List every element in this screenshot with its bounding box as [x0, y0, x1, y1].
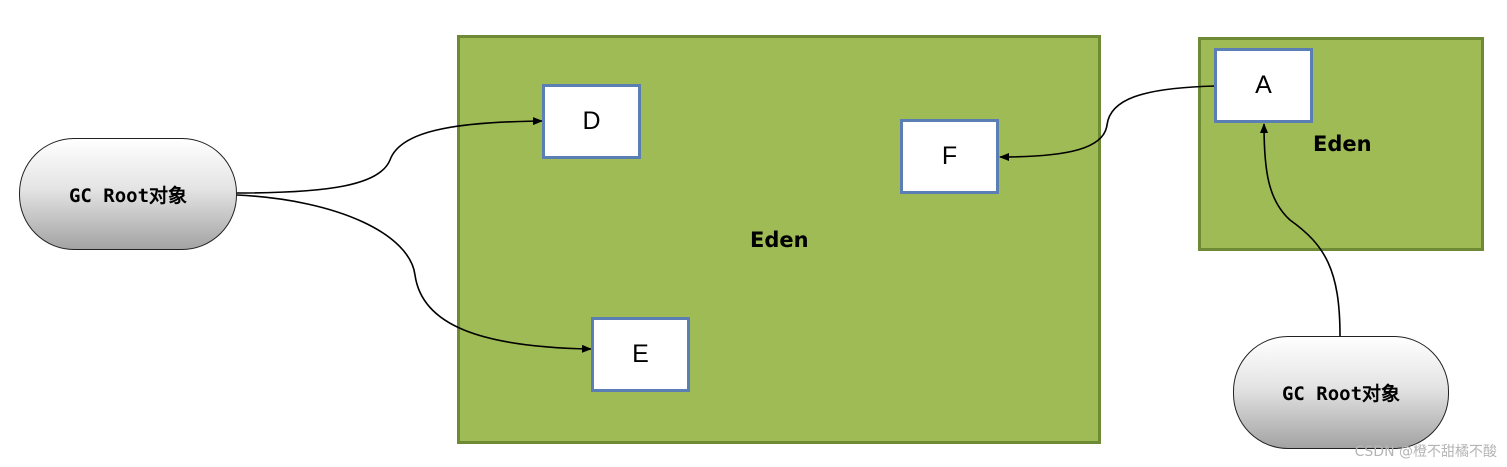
watermark: CSDN @橙不甜橘不酸 — [1354, 444, 1497, 460]
edge-root-right-to-a — [1260, 123, 1341, 337]
object-node-f: F — [900, 119, 999, 194]
gc-root-left: GC Root对象 — [19, 138, 237, 250]
edge-root-left-to-d — [236, 117, 543, 194]
eden-region-small — [1198, 37, 1484, 251]
object-node-e: E — [591, 317, 690, 392]
object-node-d: D — [542, 84, 641, 159]
eden-region-main-label: Eden — [750, 228, 809, 252]
object-node-a: A — [1214, 48, 1313, 123]
eden-region-small-label: Eden — [1313, 132, 1372, 156]
edge-a-to-f — [999, 85, 1216, 161]
gc-root-right: GC Root对象 — [1233, 336, 1449, 449]
edge-root-left-to-e — [236, 194, 592, 353]
